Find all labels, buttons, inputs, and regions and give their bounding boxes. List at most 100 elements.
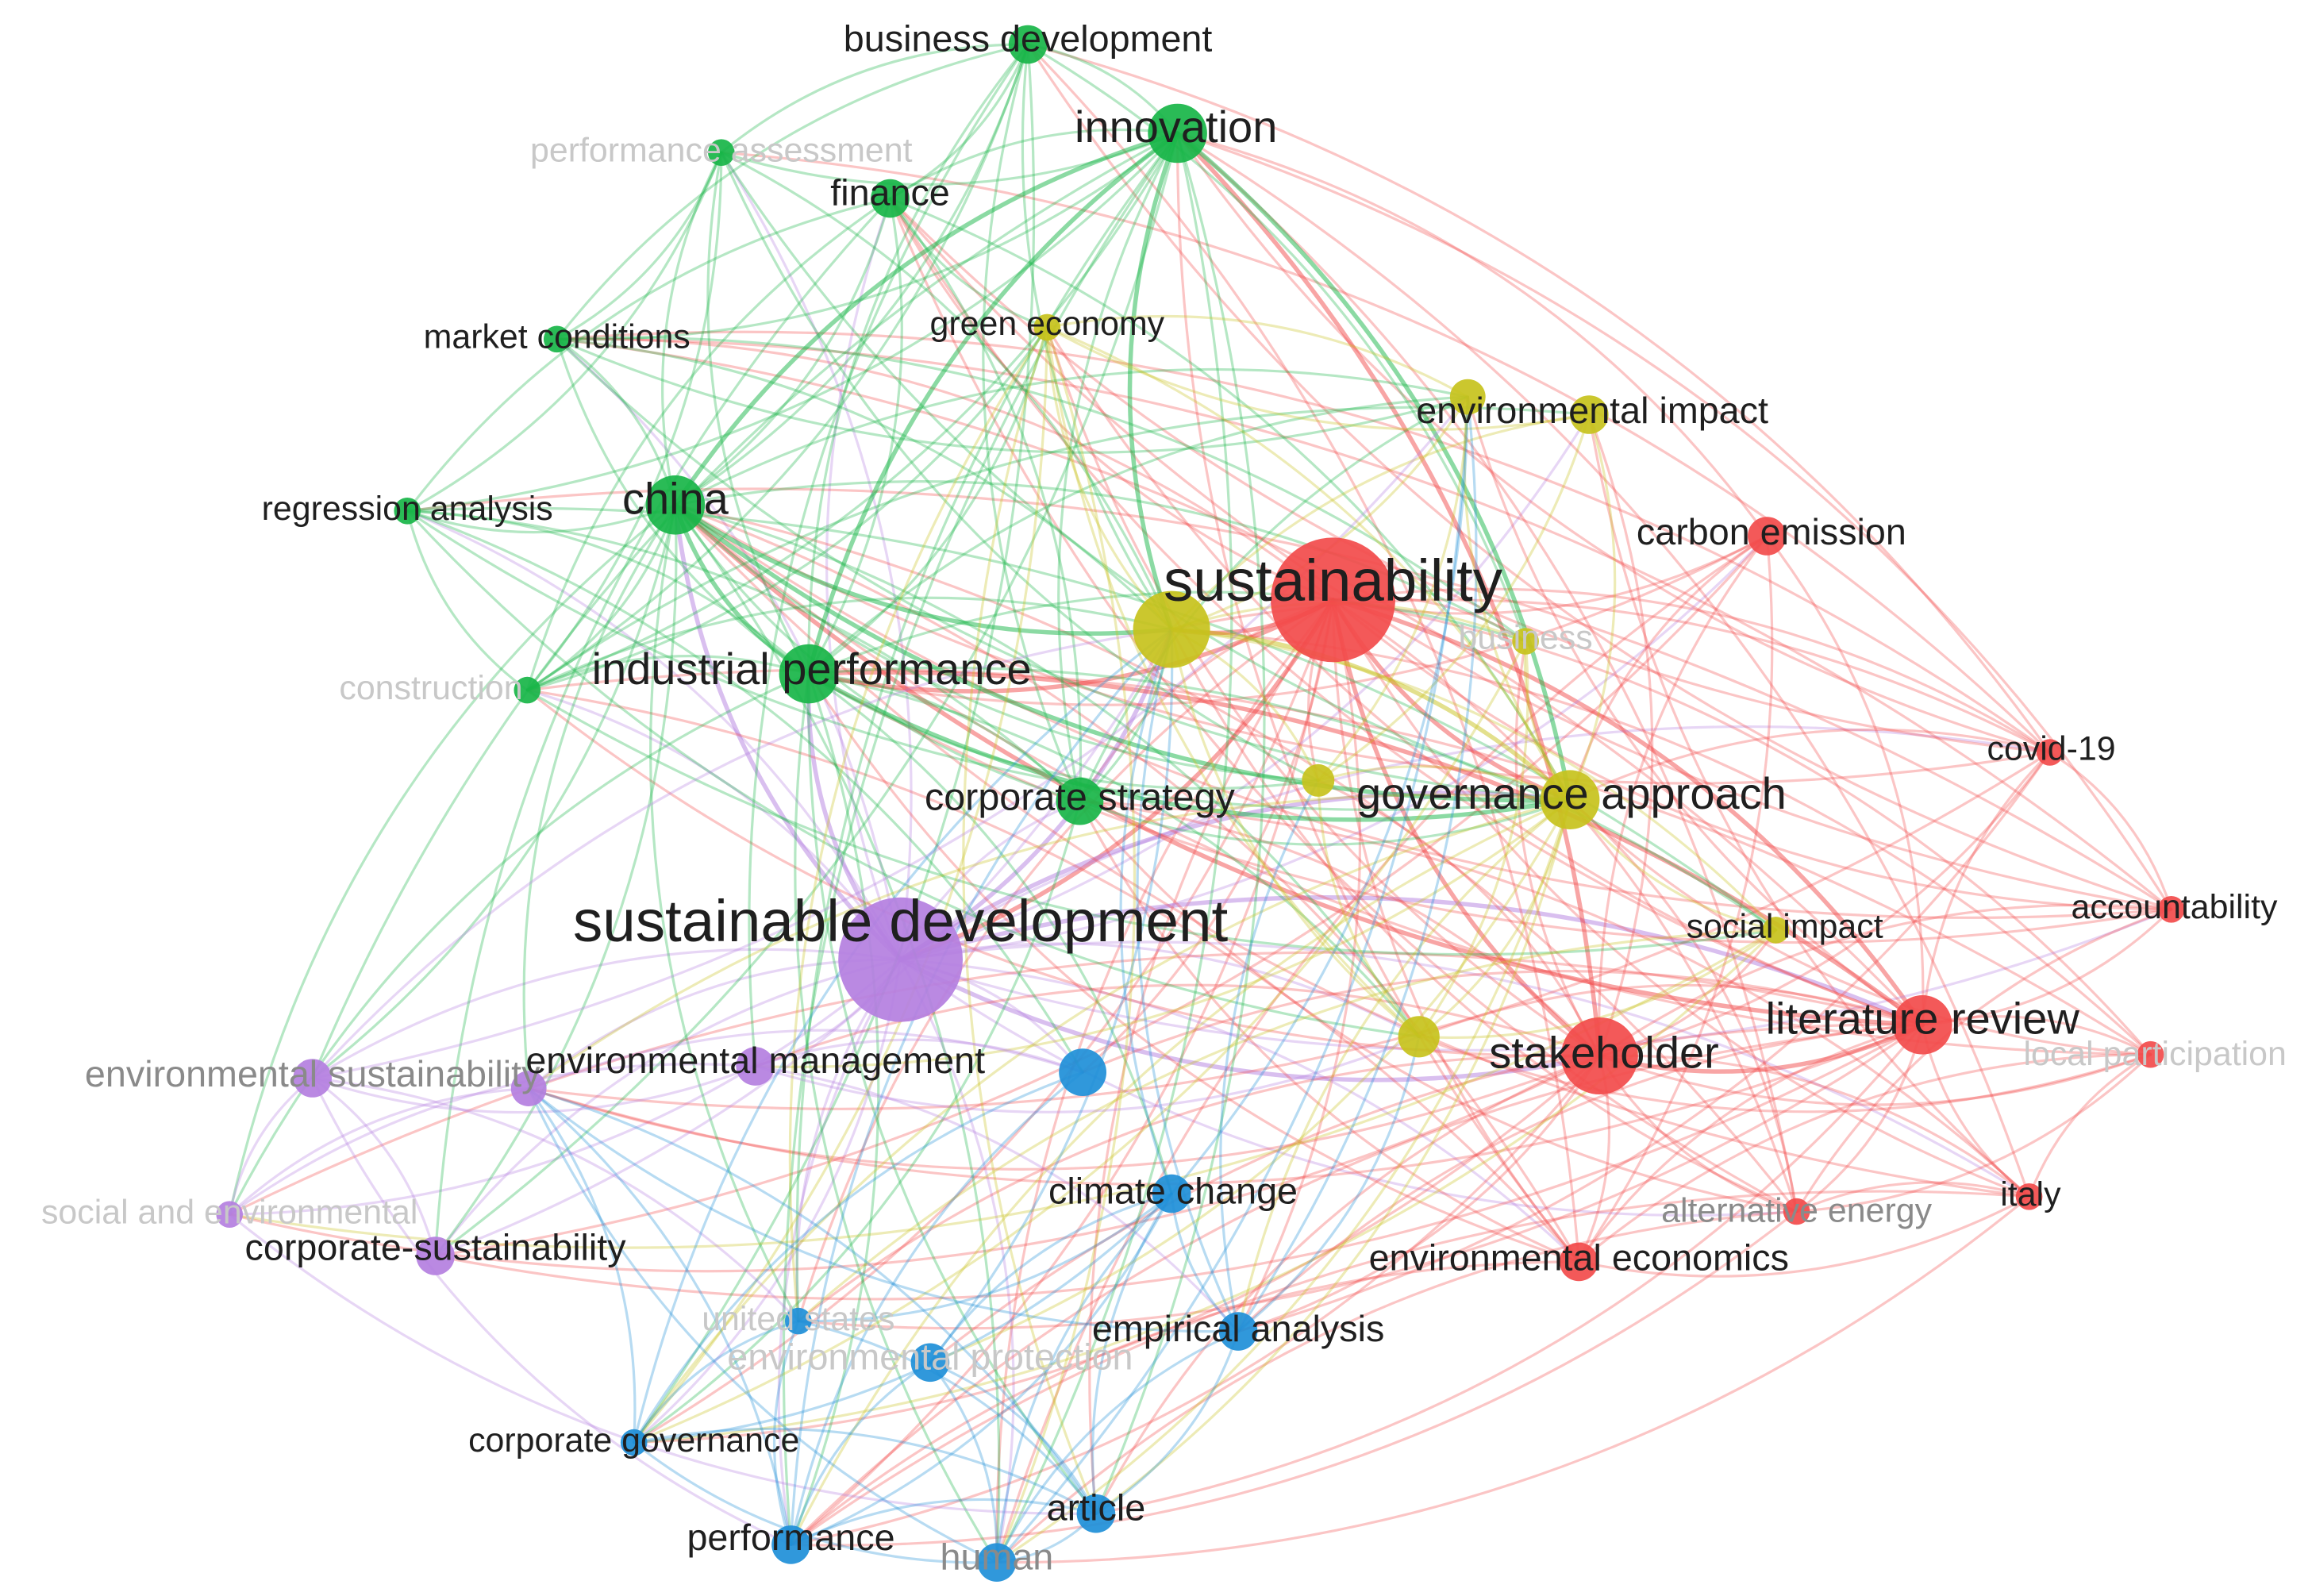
node-stakeholder[interactable] [1560, 1017, 1638, 1094]
edge-environmental-sustainability-social-and-environmental [228, 1076, 314, 1216]
label-environmental-management[interactable]: environmental management [525, 1040, 985, 1081]
node-italy[interactable] [2015, 1183, 2043, 1210]
node-environmental-protection[interactable] [910, 1343, 950, 1383]
label-literature-review[interactable]: literature review [1766, 993, 2080, 1043]
node-x-yellow-2[interactable] [1449, 379, 1486, 415]
edge-stakeholder-corporate-strategy [1078, 800, 1601, 1058]
node-corporate-sustainability[interactable] [416, 1236, 455, 1275]
label-finance[interactable]: finance [830, 172, 950, 213]
label-business-development[interactable]: business development [844, 18, 1213, 60]
node-performance-assessment[interactable] [708, 139, 735, 166]
label-social-and-environmental[interactable]: social and environmental [41, 1194, 417, 1232]
node-regression-analysis[interactable] [394, 498, 421, 525]
edge-business-development-construction [525, 43, 1029, 692]
label-empirical-analysis[interactable]: empirical analysis [1092, 1308, 1384, 1349]
node-x-yellow-4[interactable] [1398, 1016, 1440, 1058]
edge-italy-environmental-economics [1577, 1195, 2031, 1278]
node-corporate-governance[interactable] [620, 1429, 648, 1456]
node-empirical-analysis[interactable] [1218, 1312, 1258, 1351]
edge-performance-assessment-market-conditions [556, 151, 723, 340]
label-corporate-governance[interactable]: corporate governance [468, 1421, 799, 1459]
node-alternative-energy[interactable] [1783, 1198, 1810, 1225]
label-innovation[interactable]: innovation [1075, 102, 1277, 152]
label-construction[interactable]: construction [339, 669, 522, 707]
edge-sustainability-corporate-governance [633, 598, 1335, 1444]
node-industrial-performance[interactable] [779, 644, 839, 704]
label-stakeholder[interactable]: stakeholder [1489, 1027, 1719, 1077]
node-business-development[interactable] [1008, 25, 1048, 64]
edge-x-yellow-1-x-yellow-4 [1170, 628, 1421, 1038]
node-environmental-sustainability[interactable] [293, 1059, 333, 1098]
node-governance-approach[interactable] [1540, 770, 1600, 829]
edge-sustainable-development-performance [777, 958, 902, 1546]
label-performance-assessment[interactable]: performance assessment [530, 132, 913, 170]
edge-governance-approach-empirical-analysis [1237, 798, 1571, 1333]
node-literature-review[interactable] [1892, 995, 1952, 1055]
label-social-impact[interactable]: social impact [1687, 907, 1883, 945]
node-environmental-impact[interactable] [1570, 395, 1609, 434]
node-local-participation[interactable] [2137, 1040, 2164, 1068]
node-construction[interactable] [514, 676, 541, 704]
label-business[interactable]: business [1458, 619, 1592, 657]
label-environmental-economics[interactable]: environmental economics [1369, 1236, 1789, 1278]
edge-business-x-yellow-4 [1418, 640, 1529, 1038]
edge-empirical-analysis-x-purple-1 [527, 1087, 1240, 1333]
label-sustainable-development[interactable]: sustainable development [573, 887, 1229, 954]
label-local-participation[interactable]: local participation [2023, 1035, 2286, 1073]
label-performance[interactable]: performance [687, 1517, 894, 1558]
label-environmental-protection[interactable]: environmental protection [727, 1336, 1133, 1377]
node-human[interactable] [977, 1543, 1017, 1582]
node-sustainable-development[interactable] [838, 897, 963, 1022]
label-regression-analysis[interactable]: regression analysis [262, 490, 553, 528]
node-social-impact[interactable] [1762, 917, 1790, 944]
label-alternative-energy[interactable]: alternative energy [1661, 1192, 1933, 1230]
edge-business-development-industrial-performance [807, 43, 1029, 675]
node-x-purple-1[interactable] [510, 1071, 547, 1106]
node-innovation[interactable] [1148, 103, 1207, 163]
node-business[interactable] [1512, 628, 1539, 655]
label-accountability[interactable]: accountability [2072, 888, 2278, 926]
label-corporate-sustainability[interactable]: corporate-sustainability [245, 1226, 627, 1267]
label-governance-approach[interactable]: governance approach [1356, 768, 1787, 818]
label-sustainability[interactable]: sustainability [1164, 547, 1503, 613]
node-corporate-strategy[interactable] [1056, 777, 1104, 825]
node-accountability[interactable] [2157, 896, 2185, 923]
node-united-states[interactable] [785, 1307, 812, 1335]
label-green-economy[interactable]: green economy [929, 305, 1164, 343]
label-environmental-impact[interactable]: environmental impact [1416, 390, 1768, 431]
node-x-yellow-1[interactable] [1133, 590, 1210, 668]
label-environmental-sustainability[interactable]: environmental sustainability [85, 1053, 540, 1094]
label-covid-19[interactable]: covid-19 [1987, 729, 2116, 767]
node-x-blue-1[interactable] [1059, 1048, 1106, 1096]
node-market-conditions[interactable] [543, 325, 571, 353]
node-finance[interactable] [871, 179, 910, 218]
node-green-economy[interactable] [1033, 313, 1061, 341]
node-climate-change[interactable] [1152, 1174, 1191, 1213]
node-environmental-economics[interactable] [1560, 1242, 1598, 1282]
edge-literature-review-united-states [797, 1023, 1924, 1330]
node-x-yellow-3[interactable] [1302, 763, 1335, 797]
node-performance[interactable] [771, 1525, 810, 1564]
node-social-and-environmental[interactable] [216, 1201, 244, 1228]
label-united-states[interactable]: united states [702, 1300, 894, 1338]
node-sustainability[interactable] [1271, 537, 1395, 663]
label-corporate-strategy[interactable]: corporate strategy [925, 776, 1236, 819]
label-italy[interactable]: italy [2000, 1175, 2061, 1213]
label-article[interactable]: article [1047, 1487, 1146, 1529]
edge-governance-approach-environmental-protection [929, 798, 1571, 1364]
label-industrial-performance[interactable]: industrial performance [592, 644, 1032, 694]
edge-green-economy-article [962, 325, 1098, 1515]
node-covid-19[interactable] [2036, 739, 2064, 766]
label-china[interactable]: china [622, 473, 729, 523]
edge-governance-approach-x-yellow-1 [1169, 627, 1572, 802]
edge-sustainable-development-corporate-governance [633, 958, 902, 1444]
label-climate-change[interactable]: climate change [1048, 1170, 1298, 1211]
node-china[interactable] [645, 475, 706, 535]
node-article[interactable] [1076, 1494, 1116, 1533]
edge-united-states-corporate-governance [633, 1320, 800, 1444]
label-market-conditions[interactable]: market conditions [424, 318, 691, 356]
node-carbon-emission[interactable] [1748, 517, 1787, 556]
label-human[interactable]: human [941, 1536, 1054, 1577]
label-carbon-emission[interactable]: carbon emission [1637, 511, 1906, 552]
node-environmental-management[interactable] [736, 1047, 775, 1086]
